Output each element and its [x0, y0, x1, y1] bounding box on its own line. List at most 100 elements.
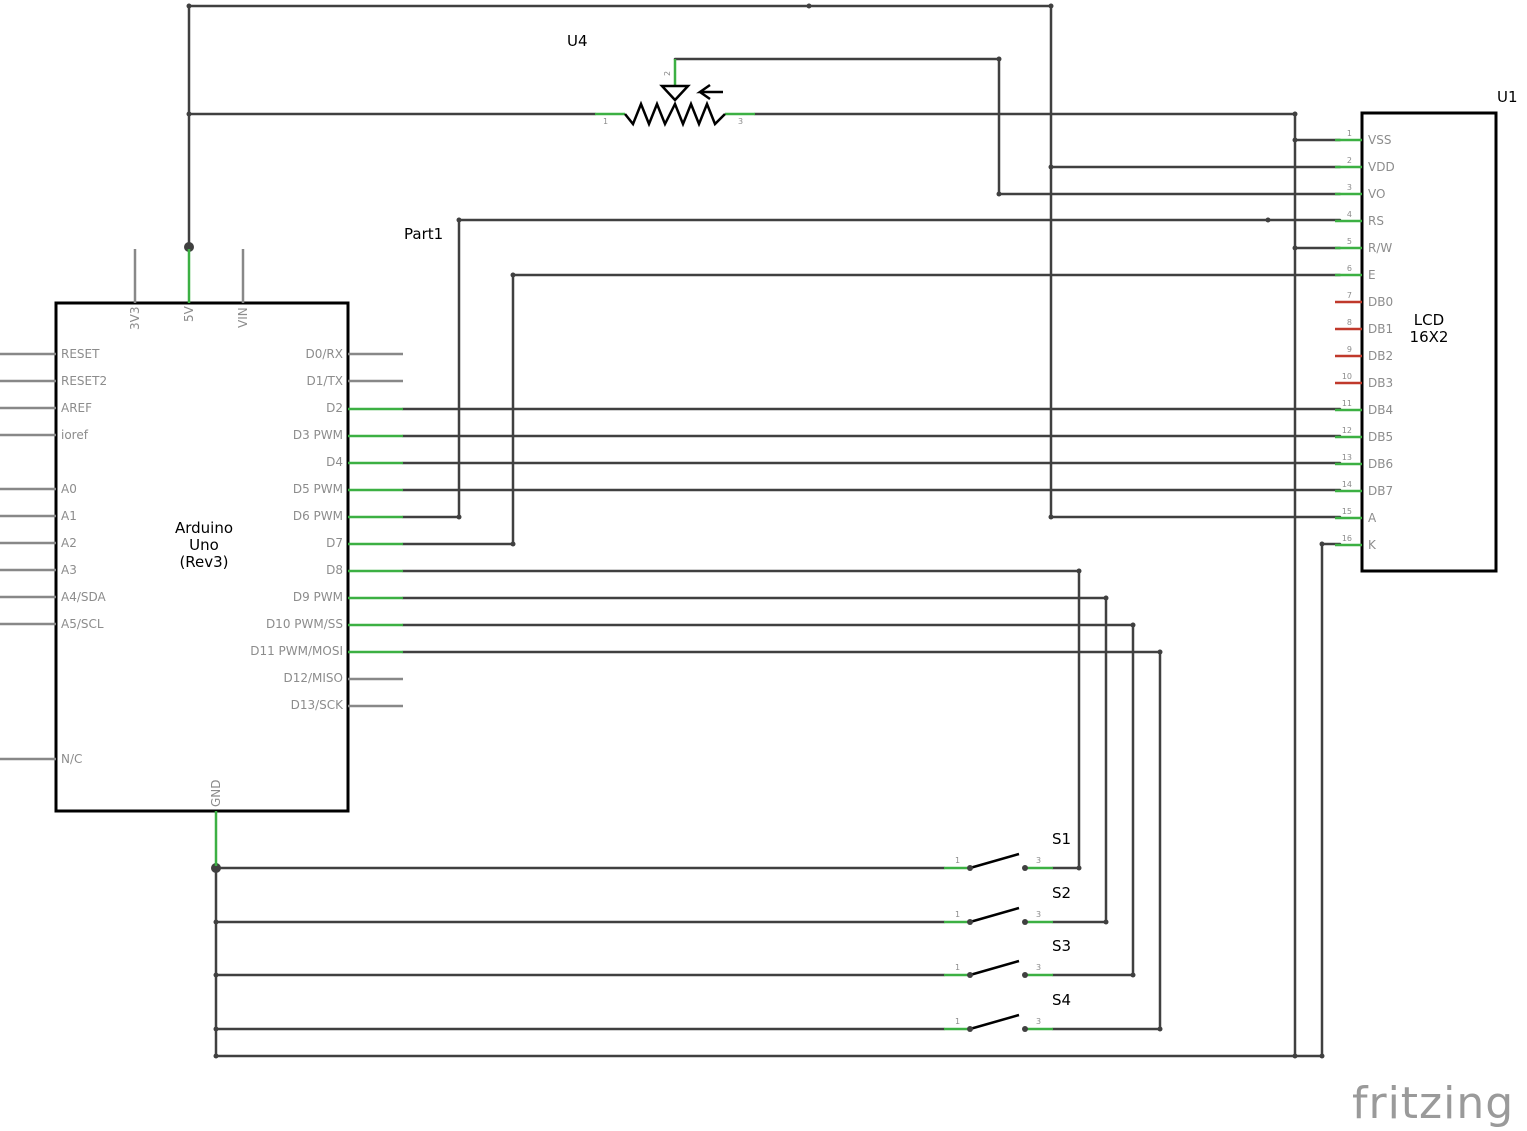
lcd-pin-number: 6 [1347, 264, 1352, 273]
pin-label-d9: D9 PWM [293, 590, 343, 604]
wire-5v-top-loop [187, 4, 1342, 519]
lcd-pin-label: DB0 [1368, 295, 1393, 309]
pin-label-vin: VIN [236, 307, 250, 328]
junction [1265, 217, 1271, 223]
switch-s1: S1 1 3 [944, 830, 1071, 871]
wire-d8-s1 [401, 569, 1081, 870]
junction [1292, 137, 1298, 143]
switch-pin-num-1: 1 [955, 856, 960, 865]
lcd-pin-label: DB6 [1368, 457, 1393, 471]
lcd-pin-number: 5 [1347, 237, 1352, 246]
switch-contact-icon [967, 1026, 973, 1032]
pin-label-gnd: GND [209, 779, 223, 807]
junction [213, 972, 219, 978]
switch-ref-label: S4 [1052, 991, 1071, 1009]
switch-pin-num-3: 3 [1036, 856, 1041, 865]
lcd-pin-label: DB2 [1368, 349, 1393, 363]
junction [1157, 649, 1163, 655]
lcd-pin-number: 8 [1347, 318, 1352, 327]
junction-gnd [211, 863, 221, 873]
switch-contact-icon [1022, 919, 1028, 925]
lcd-pin-number: 9 [1347, 345, 1352, 354]
lcd-pin-label: R/W [1368, 241, 1392, 255]
switch-pin-num-1: 1 [955, 910, 960, 919]
wiper-arrow-icon [659, 84, 691, 102]
pin-label-a4: A4/SDA [61, 590, 107, 604]
junction [186, 3, 192, 9]
switch-contact-icon [967, 972, 973, 978]
pot-ref-label: U4 [567, 32, 588, 50]
switch-ref-label: S1 [1052, 830, 1071, 848]
lcd-pin-number: 4 [1347, 210, 1352, 219]
pin-label-reset2: RESET2 [61, 374, 107, 388]
pin-label-d7: D7 [326, 536, 343, 550]
lcd-pin-number: 1 [1347, 129, 1352, 138]
switch-pin-num-3: 3 [1036, 963, 1041, 972]
junction [1319, 541, 1325, 547]
wires [187, 4, 1342, 1058]
junction [1130, 622, 1136, 628]
junction [1103, 595, 1109, 601]
switch-lever-icon [969, 852, 1020, 870]
switch-contact-icon [1022, 972, 1028, 978]
wire-d9-s2 [401, 596, 1108, 924]
junction [1130, 972, 1136, 978]
junction [1076, 865, 1082, 871]
junction-5v [184, 242, 194, 252]
pin-label-3v3: 3V3 [128, 307, 142, 330]
junction [213, 1053, 219, 1059]
pin-label-a1: A1 [61, 509, 77, 523]
lcd-pin-number: 3 [1347, 183, 1352, 192]
junction [996, 56, 1002, 62]
pin-label-d13: D13/SCK [291, 698, 345, 712]
pin-label-a2: A2 [61, 536, 77, 550]
switch-lever-icon [969, 959, 1020, 977]
wire-rs [401, 218, 1342, 519]
lcd-pin-label: DB4 [1368, 403, 1393, 417]
switch-contact-icon [967, 865, 973, 871]
lcd-pin-number: 16 [1342, 534, 1352, 543]
junction [1292, 1053, 1298, 1059]
part1-label: Part1 [404, 225, 443, 243]
switch-contact-icon [1022, 1026, 1028, 1032]
junction [1103, 919, 1109, 925]
pin-label-d4: D4 [326, 455, 343, 469]
wire-pot-pin3 [753, 112, 1297, 1058]
switch-contact-icon [967, 919, 973, 925]
pin-label-d1: D1/TX [307, 374, 343, 388]
lcd-pin-label: A [1368, 511, 1377, 525]
switch-ref-label: S3 [1052, 937, 1071, 955]
junction [213, 1026, 219, 1032]
pin-label-a3: A3 [61, 563, 77, 577]
lcd-pin-label: VDD [1368, 160, 1395, 174]
arduino-name-line-3: (Rev3) [179, 553, 228, 571]
junction [1048, 3, 1054, 9]
pin-label-d0: D0/RX [306, 347, 343, 361]
pin-label-ioref: ioref [61, 428, 89, 442]
resistor-zigzag-icon [624, 100, 726, 128]
junction [806, 3, 812, 9]
junction [996, 191, 1002, 197]
lcd-name-line-1: LCD [1414, 311, 1444, 329]
pin-label-d3: D3 PWM [293, 428, 343, 442]
arduino-name-line-1: Arduino [175, 519, 233, 537]
wire-pot-wiper [673, 57, 1342, 196]
junction [456, 217, 462, 223]
lcd-pin-number: 12 [1342, 426, 1352, 435]
switch-contact-icon [1022, 865, 1028, 871]
lcd-pin-label: DB5 [1368, 430, 1393, 444]
pin-label-aref: AREF [61, 401, 92, 415]
wire-d10-s3 [401, 623, 1135, 977]
switch-lever-icon [969, 1013, 1020, 1031]
lcd-pin-number: 15 [1342, 507, 1352, 516]
junction [186, 111, 192, 117]
pin-label-reset: RESET [61, 347, 100, 361]
lcd-pin-label: E [1368, 268, 1376, 282]
pin-label-d8: D8 [326, 563, 343, 577]
